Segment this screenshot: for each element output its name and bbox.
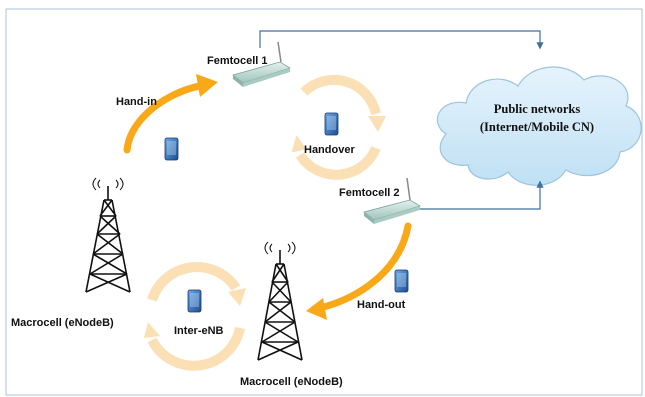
mobile-phone-icon	[394, 269, 409, 293]
hand-out-arrow	[306, 222, 412, 320]
cell-tower-icon	[257, 241, 303, 361]
hand-in-arrow	[123, 74, 218, 154]
macrocell-bottom-label: Macrocell (eNodeB)	[240, 376, 343, 388]
diagram-frame	[5, 8, 643, 396]
inter-enb-cycle-arrow	[144, 262, 246, 371]
femtocell2-label: Femtocell 2	[339, 187, 400, 199]
handover-cycle-arrow	[291, 74, 386, 180]
inter-enb-label: Inter-eNB	[174, 325, 224, 337]
femtocell-router-icon	[363, 177, 421, 224]
cell-tower-icon	[85, 177, 131, 293]
mobile-phone-icon	[187, 289, 202, 313]
handover-label: Handover	[304, 144, 355, 156]
cloud-icon	[436, 66, 642, 186]
cloud-subtitle: (Internet/Mobile CN)	[479, 120, 595, 134]
femtocell1-to-cloud-connector	[259, 30, 544, 50]
mobile-phone-icon	[164, 137, 179, 161]
hand-in-label: Hand-in	[116, 96, 157, 108]
cloud-title: Public networks	[493, 102, 581, 116]
macrocell-left-label: Macrocell (eNodeB)	[11, 317, 114, 329]
femtocell2-to-cloud-connector	[420, 180, 544, 210]
mobile-phone-icon	[324, 112, 339, 136]
femtocell-router-icon	[232, 41, 291, 87]
femtocell1-label: Femtocell 1	[207, 55, 268, 67]
hand-out-label: Hand-out	[357, 299, 406, 311]
